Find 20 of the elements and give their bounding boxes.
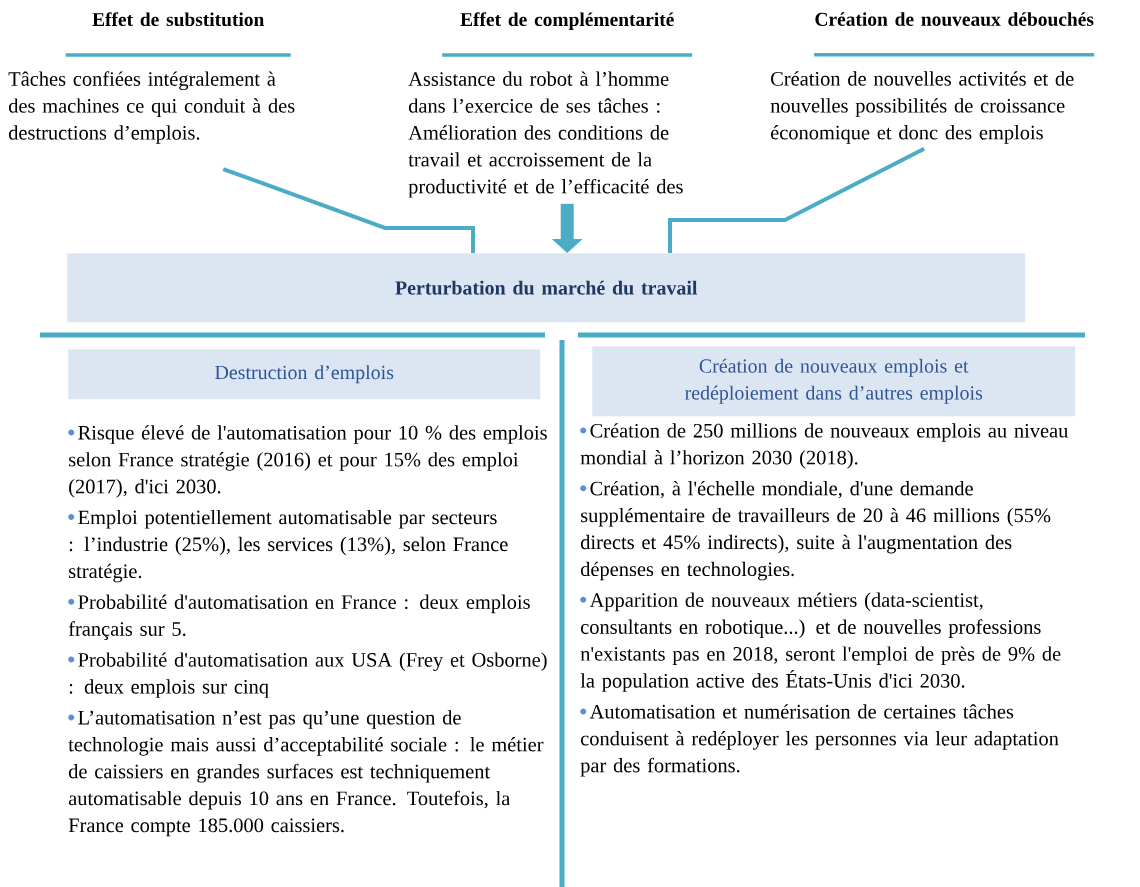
description: Tâches confiées intégralement à des machines ce qui conduit à des destructions d’emplois. xyxy=(8,71,295,144)
bullet-item: Apparition de nouveaux métiers (data-scientist, consultants en robotique...) et de nouvelles professions n'existants pas en 2018, seront l'emploi de près de 9% de la population active des États-Unis d'ici 2030. xyxy=(580,592,1061,692)
description: Création de nouvelles activités et de nouvelles possibilités de croissance économique et donc des emplois xyxy=(770,71,1074,144)
heading: Effet de complémentarité xyxy=(460,12,674,30)
heading: Effet de substitution xyxy=(92,12,264,27)
bullet-item: Création de 250 millions de nouveaux emplois au niveau mondial à l’horizon 2030 (2018). xyxy=(580,423,1068,469)
bullet-item: Création, à l'échelle mondiale, d'une demande supplémentaire de travailleurs de 20 à 46 millions (55% directs et 45% indirects), suite à l'augmentation des dépenses en technologies. xyxy=(580,481,1051,581)
category-box: Création de nouveaux emplois et redéploiement dans d’autres emplois xyxy=(592,346,1076,417)
category-box: Destruction d’emplois xyxy=(68,349,541,400)
bullet-item: Probabilité d'automatisation en France : deux emplois français sur 5. xyxy=(68,594,530,641)
heading: Création de nouveaux débouchés xyxy=(815,12,1094,26)
bullet-item: Automatisation et numérisation de certaines tâches conduisent à redéployer les personnes via leur adaptation par des formations. xyxy=(580,704,1059,777)
bullet-item: Risque élevé de l'automatisation pour 10 % des emplois selon France stratégie (2016) et pour 15% des emploi (2017), d'ici 2030. xyxy=(68,425,547,498)
title-band: Perturbation du marché du travail xyxy=(67,253,1026,323)
description: Assistance du robot à l’homme dans l’exercice de ses tâches : Amélioration des conditions de travail et accroissement de la productivité et de l’efficacité des xyxy=(408,71,683,198)
bullet-item: L’automatisation n’est pas qu’une question de technologie mais aussi d’acceptabilité sociale : le métier de caissiers en grandes surfaces est techniquement automatisable depuis 10 ans en France. Toutefois, la France compte 185.000 caissiers. xyxy=(68,710,544,837)
bullet-item: Probabilité d'automatisation aux USA (Frey et Osborne) : deux emplois sur cinq xyxy=(68,652,547,698)
connector xyxy=(222,167,475,253)
connector xyxy=(668,147,926,253)
bullet-item: Emploi potentiellement automatisable par secteurs : l’industrie (25%), les services (13%), selon France stratégie. xyxy=(68,509,508,583)
